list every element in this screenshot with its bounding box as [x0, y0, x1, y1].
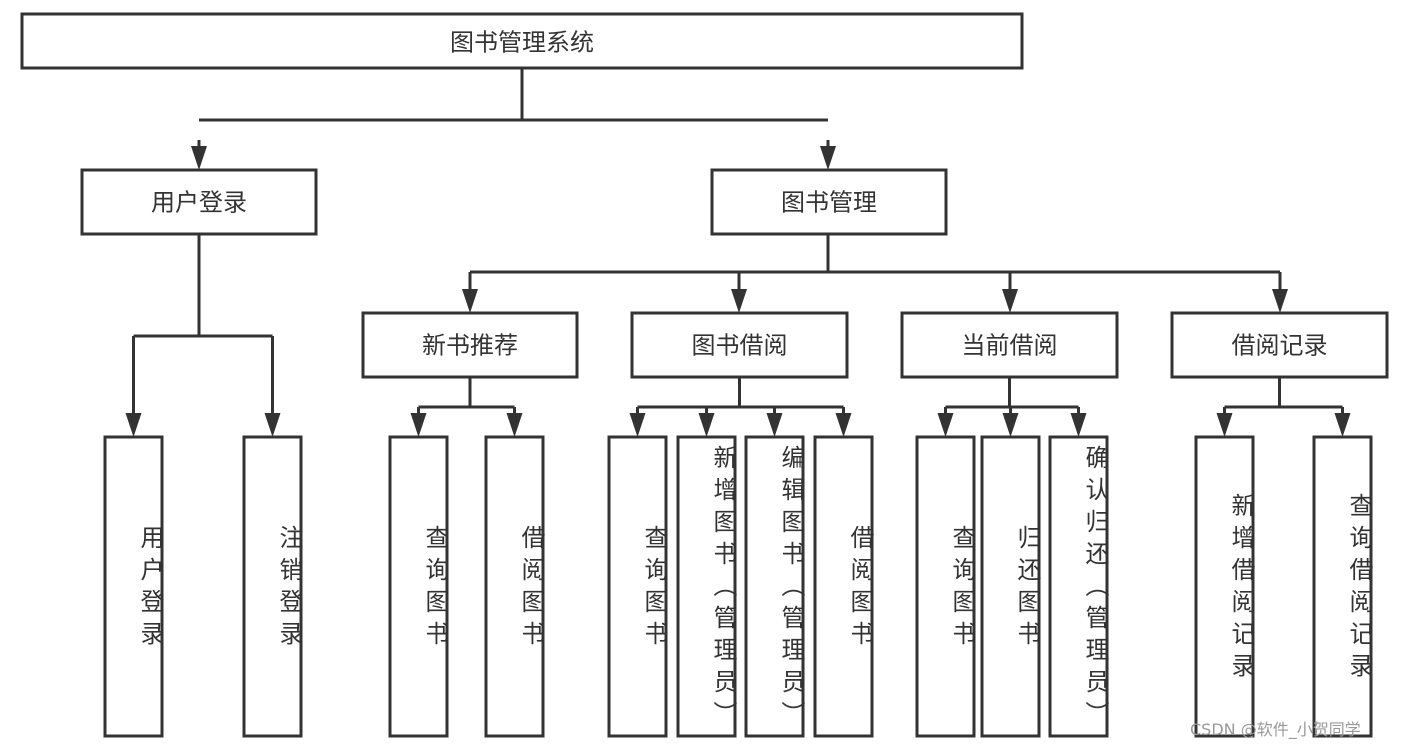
arrow-head: [125, 413, 142, 437]
leaf-label: 借阅图书: [846, 524, 874, 653]
leaf-label: 归还图书: [1013, 524, 1041, 653]
node-label: 用户登录: [151, 189, 247, 217]
arrow-head: [731, 289, 747, 313]
leaf-node: [676, 435, 737, 738]
leaf-label: 新增图书（管理员）: [709, 445, 737, 733]
leaf-label: 确认归还（管理员）: [1081, 445, 1109, 733]
leaf-label: 用户登录: [136, 524, 164, 653]
node-label: 图书管理系统: [450, 29, 594, 57]
arrow-head: [462, 289, 478, 313]
arrow-head: [1272, 289, 1288, 313]
arrow-head: [506, 413, 523, 437]
leaf-node: [813, 435, 874, 738]
arrow-head: [1334, 413, 1351, 437]
leaf-label: 查询图书: [640, 524, 668, 653]
arrow-head: [835, 413, 852, 437]
leaf-label: 编辑图书（管理员）: [777, 445, 805, 733]
submodule-node: [630, 311, 849, 379]
leaf-node: [1194, 435, 1255, 738]
node-label: 新书推荐: [422, 332, 518, 360]
leaf-label: 查询图书: [421, 524, 449, 653]
node-label: 当前借阅: [962, 332, 1058, 360]
leaf-label: 查询借阅记录: [1345, 492, 1373, 685]
leaf-node: [242, 435, 303, 738]
arrow-head: [264, 413, 281, 437]
node-label: 借阅记录: [1232, 332, 1328, 360]
arrow-head: [1002, 289, 1018, 313]
leaf-label: 新增借阅记录: [1227, 492, 1255, 685]
leaf-node: [1312, 435, 1373, 738]
arrow-head: [1002, 413, 1019, 437]
leaf-node: [980, 435, 1041, 738]
arrow-head: [698, 413, 715, 437]
node-label: 图书借阅: [692, 332, 788, 360]
arrow-head: [410, 413, 427, 437]
arrow-head: [1070, 413, 1087, 437]
leaf-node: [103, 435, 164, 738]
leaf-node: [1048, 435, 1109, 738]
submodule-node: [361, 311, 579, 379]
leaf-node: [388, 435, 449, 738]
leaf-node: [607, 435, 668, 738]
arrow-head: [937, 413, 954, 437]
arrow-head: [820, 146, 836, 170]
leaf-node: [744, 435, 805, 738]
leaf-label: 注销登录: [275, 524, 303, 653]
leaf-label: 查询图书: [948, 524, 976, 653]
watermark: CSDN @软件_小贺同学: [1190, 720, 1361, 739]
leaf-node: [484, 435, 545, 738]
leaf-node: [915, 435, 976, 738]
root-node: [20, 12, 1024, 70]
leaf-label: 借阅图书: [517, 524, 545, 653]
submodule-node: [1170, 311, 1389, 379]
node-label: 图书管理: [781, 189, 877, 217]
arrow-head: [629, 413, 646, 437]
module-node: [80, 168, 318, 236]
arrow-head: [191, 146, 207, 170]
arrow-head: [1216, 413, 1233, 437]
arrow-head: [766, 413, 783, 437]
